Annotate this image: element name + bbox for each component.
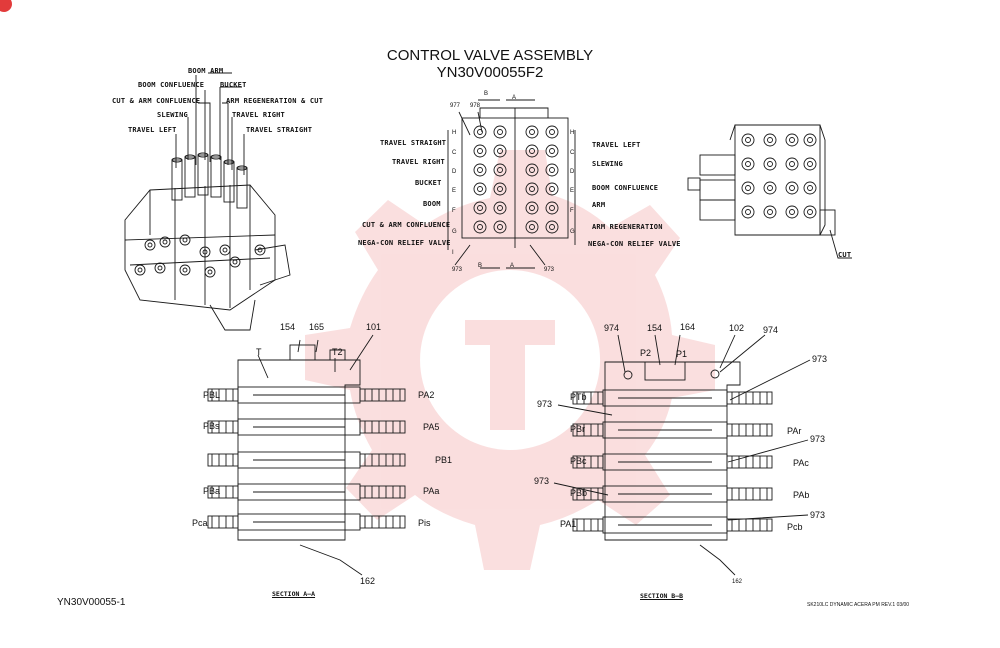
aa-part-101: 101 [366,322,382,332]
bb-port-par: PAr [787,426,802,436]
bb-part-154: 154 [647,323,663,333]
bb-part-973-e: 973 [810,510,826,520]
iso-label-boom-confluence: BOOM CONFLUENCE [138,81,205,89]
front-left-label-6: NEGA-CON RELIEF VALVE [358,239,451,247]
iso-label-travel-left: TRAVEL LEFT [128,126,177,134]
front-right-letter-h: H [570,130,575,136]
bb-port-pa1: PA1 [560,519,577,529]
aa-t2: T2 [332,347,343,357]
aa-part-165: 165 [309,322,325,332]
bb-port-ptb: PTb [570,392,587,402]
iso-label-travel-right: TRAVEL RIGHT [232,111,285,119]
front-left-label-4: BOOM [423,200,441,208]
bb-p2: P2 [640,348,652,358]
front-right-label-5: ARM REGENERATION [592,223,663,231]
aa-port-pca: Pca [192,518,208,528]
front-left-letter-d: D [452,169,457,175]
bb-part-164: 164 [680,322,696,332]
bb-part-973-a: 973 [812,354,828,364]
bb-port-pac: PAc [793,458,809,468]
bb-part-973-b: 973 [537,399,553,409]
front-right-letter-d: D [570,169,575,175]
bb-port-pbc: PBc [570,456,587,466]
bb-port-pbr: PBr [570,424,586,434]
front-part-978: 978 [470,103,481,109]
front-left-label-1: TRAVEL STRAIGHT [380,139,447,147]
front-right-letter-f: F [570,208,574,214]
front-top-b: B [484,91,489,97]
front-right-letter-c: C [570,150,575,156]
aa-port-pbs: PBs [203,421,220,431]
bb-part-973-d: 973 [534,476,550,486]
front-left-letter-f: F [452,208,456,214]
front-left-letter-c: C [452,150,457,156]
iso-label-arm-regeneration-cut: ARM REGENERATION & CUT [226,97,324,105]
front-left-letter-i: I [452,250,454,256]
aa-port-pba: PBa [203,486,221,496]
front-right-label-2: SLEWING [592,160,623,168]
iso-label-bucket: BUCKET [220,81,247,89]
front-part-973-right: 973 [544,267,555,273]
section-bb-drawing [553,334,811,576]
footer-revision: SK210LC DYNAMIC ACERA PM REV.1 03/00 [807,602,910,608]
aa-part-162: 162 [360,576,376,586]
bb-p1: P1 [676,349,688,359]
side-cut-label: CUT [838,251,852,259]
front-right-label-3: BOOM CONFLUENCE [592,184,659,192]
corner-badge [0,0,12,12]
front-view-drawing [447,99,576,269]
front-right-label-4: ARM [592,201,606,209]
bb-port-pcb: Pcb [787,522,803,532]
footer-drawing-number: YN30V00055-1 [57,597,126,608]
title-line2: YN30V00055F2 [436,64,544,81]
title-line1: CONTROL VALVE ASSEMBLY [386,47,594,64]
bb-part-973-c: 973 [810,434,826,444]
watermark-logo [305,150,715,570]
front-bottom-a: A [510,263,515,269]
side-view-drawing [687,124,852,259]
aa-caption: SECTION A—A [272,590,316,598]
bb-part-974-right: 974 [763,325,779,335]
front-part-977: 977 [450,103,461,109]
iso-label-boom-arm: BOOM ARM [188,67,224,75]
bb-port-pbb: PBb [570,488,588,498]
front-left-letter-g: G [452,229,457,235]
bb-part-162: 162 [732,579,743,585]
iso-label-slewing: SLEWING [157,111,188,119]
bb-part-974-left: 974 [604,323,620,333]
front-left-label-2: TRAVEL RIGHT [392,158,445,166]
front-right-label-6: NEGA-CON RELIEF VALVE [588,240,681,248]
aa-port-paa: PAa [423,486,440,496]
front-bottom-b: B [478,263,483,269]
section-aa-drawing [207,334,406,576]
front-right-label-1: TRAVEL LEFT [592,141,641,149]
bb-part-102: 102 [729,323,745,333]
bb-port-pab: PAb [793,490,810,500]
bb-caption: SECTION B—B [640,592,684,600]
isometric-valve-drawing [124,72,291,331]
front-part-973-left: 973 [452,267,463,273]
front-top-a: A [512,95,517,101]
front-left-label-3: BUCKET [415,179,442,187]
aa-port-pa2: PA2 [418,390,435,400]
aa-port-pa5: PA5 [423,422,440,432]
aa-port-pis: Pis [418,518,431,528]
iso-label-travel-straight: TRAVEL STRAIGHT [246,126,313,134]
front-right-letter-e: E [570,188,575,194]
front-left-letter-h: H [452,130,457,136]
aa-part-154: 154 [280,322,296,332]
iso-label-cut-arm-confluence: CUT & ARM CONFLUENCE [112,97,201,105]
aa-t: T [256,347,262,357]
aa-port-pb1: PB1 [435,455,453,465]
aa-port-pbl: PBL [203,390,221,400]
front-left-letter-e: E [452,188,457,194]
front-right-letter-g: G [570,229,575,235]
front-left-label-5: CUT & ARM CONFLUENCE [362,221,451,229]
